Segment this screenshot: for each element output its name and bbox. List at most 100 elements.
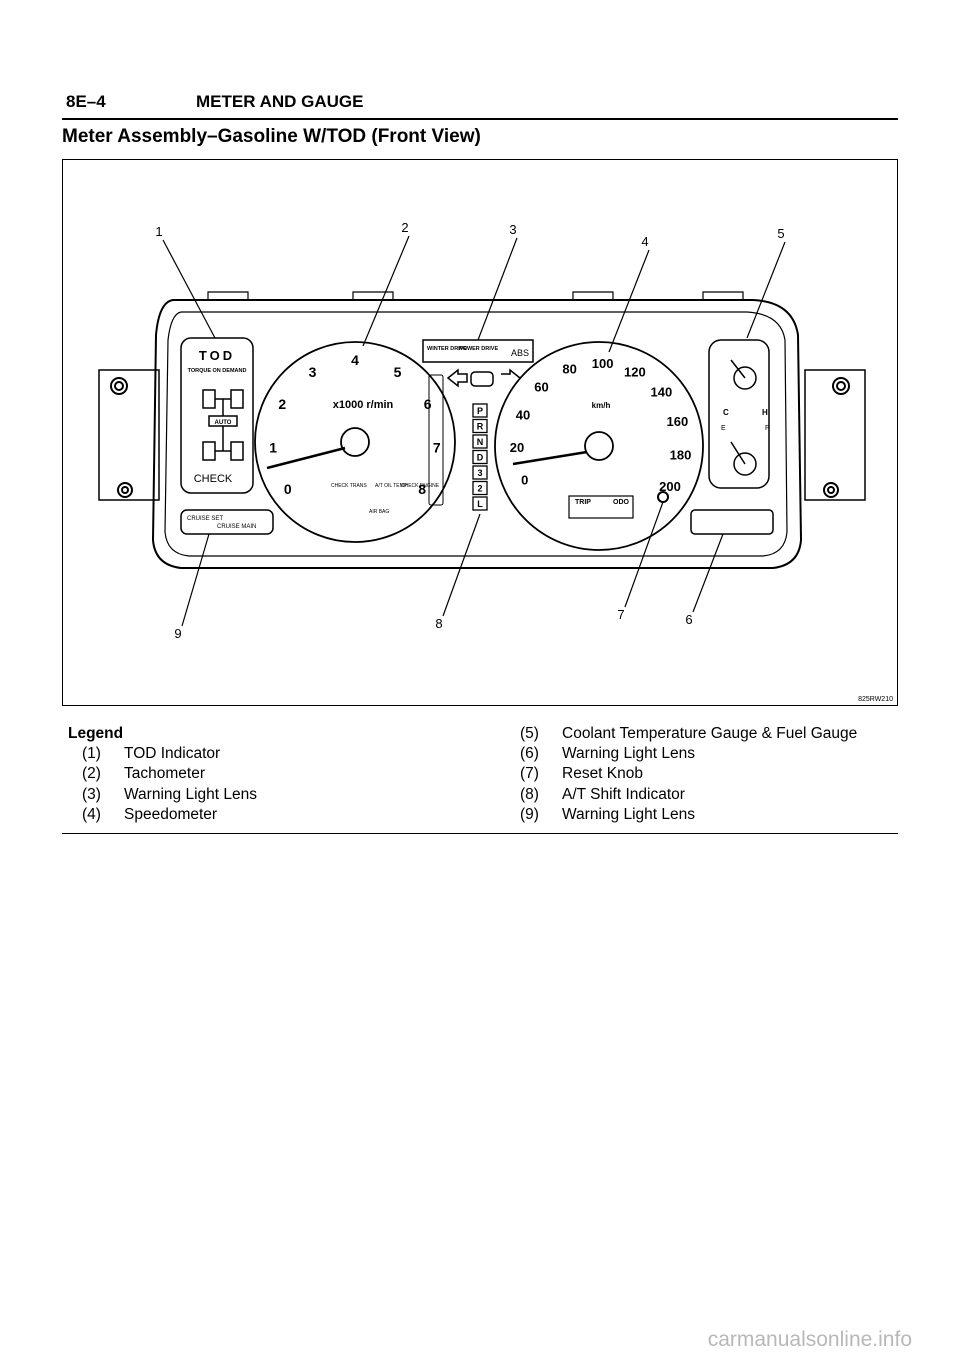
callout-leader-line [362, 235, 410, 347]
legend-number: (6) [520, 745, 539, 763]
tach-tick-label: 7 [433, 439, 441, 455]
legend-item: (4) Speedometer [68, 805, 257, 825]
legend-right-column: (5) Coolant Temperature Gauge & Fuel Gaug… [520, 724, 857, 825]
legend-item: (9)Warning Light Lens [520, 805, 857, 825]
callout-labels: 1 2 3 4 5 6 7 8 9 [155, 220, 784, 641]
callout-number: 9 [174, 626, 181, 641]
odo-label: ODO [613, 499, 630, 506]
callout-leaders [162, 235, 786, 627]
speed-unit: km/h [592, 401, 611, 410]
legend-item: (5) Coolant Temperature Gauge & Fuel Gaug… [520, 724, 857, 744]
callout-leader-line [608, 249, 650, 353]
page-heading: Meter Assembly–Gasoline W/TOD (Front Vie… [62, 126, 481, 147]
shift-position-box [472, 465, 488, 480]
left-mount-tab [98, 369, 160, 501]
tach-tick-label: 6 [424, 396, 432, 412]
tod-auto: AUTO [215, 420, 232, 426]
fuel-full: F [765, 425, 769, 432]
callout-leader-line [442, 513, 481, 617]
callout-leader-line [162, 239, 216, 339]
legend-number: (8) [520, 785, 539, 803]
cruise-lens [180, 509, 274, 535]
abs-label: ABS [511, 348, 529, 358]
tod-title: TOD [199, 348, 235, 363]
winter-drive-label: WINTER DRIVE [427, 346, 467, 352]
legend-number: (5) [520, 725, 539, 742]
tach-tick-label: 4 [351, 352, 359, 368]
shift-position-label: P [477, 406, 483, 416]
shift-position-box [472, 496, 488, 511]
legend-text: A/T Shift Indicator [562, 785, 685, 803]
callout-number: 5 [777, 226, 784, 241]
speed-tick-label: 40 [516, 407, 530, 422]
speed-tick-label: 140 [651, 385, 673, 400]
legend-number: (4) [82, 805, 101, 823]
shift-position-label: R [477, 422, 484, 432]
callout-number: 4 [641, 234, 648, 249]
legend-item: (2) Tachometer [68, 764, 257, 784]
turn-signal-icons [446, 368, 521, 388]
speed-tick-label: 100 [592, 356, 614, 371]
power-drive-label: POWER DRIVE [459, 346, 498, 352]
tach-tick-label: 0 [284, 481, 292, 497]
shift-position-box [472, 403, 488, 418]
cruise-main-label: CRUISE MAIN [217, 524, 256, 530]
shift-position-box [472, 449, 488, 465]
shift-position-label: L [477, 499, 483, 509]
cruise-set-label: CRUISE SET [187, 516, 223, 522]
speed-tick-label: 80 [562, 361, 576, 376]
tod-check: CHECK [194, 473, 233, 485]
legend-text: Speedometer [124, 805, 218, 823]
legend-number: (2) [82, 765, 101, 783]
legend-text: Warning Light Lens [124, 785, 257, 803]
callout-number: 6 [685, 612, 692, 627]
tach-tick-label: 1 [269, 439, 277, 455]
callout-leader-line [477, 237, 518, 341]
legend-item: (7)Reset Knob [520, 764, 857, 784]
speed-tick-label: 20 [510, 440, 524, 455]
shift-position-box [472, 480, 488, 496]
tach-unit: x1000 r/min [333, 399, 394, 411]
tach-tick-label: 8 [418, 481, 426, 497]
legend-text: Tachometer [124, 765, 205, 783]
tod-subtitle: TORQUE ON DEMAND [188, 368, 247, 374]
legend-text: Warning Light Lens [562, 805, 695, 823]
legend-number: (3) [82, 785, 101, 803]
shift-position-label: 3 [477, 468, 482, 478]
callout-leader-line [692, 533, 724, 613]
callout-number: 3 [509, 222, 516, 237]
tachometer [254, 341, 456, 543]
section-number: 8E–4 [66, 92, 106, 111]
speed-tick-label: 200 [659, 479, 681, 494]
coolant-fuel-gauges [690, 339, 774, 535]
tach-tick-label: 3 [309, 364, 317, 380]
legend-text: TOD Indicator [124, 745, 221, 763]
callout-number: 2 [401, 220, 408, 235]
tod-indicator [180, 337, 254, 494]
footer-watermark: carmanualsonline.info [707, 1328, 912, 1351]
legend-number: (1) [82, 745, 101, 763]
legend-text: Warning Light Lens [562, 745, 695, 763]
legend-item: (6) Warning Light Lens [520, 744, 857, 764]
meter-diagram: TOD TORQUE ON DEMAND AUTO CHECK CRUISE S… [98, 220, 866, 641]
legend-text: Coolant Temperature Gauge & Fuel Gauge [562, 725, 858, 742]
tach-tick-label: 5 [394, 364, 402, 380]
shift-position-label: 2 [477, 484, 482, 494]
speedometer [494, 341, 704, 551]
speed-tick-label: 120 [624, 364, 646, 379]
legend: Legend (1)TOD Indicator(2)Tachometer(3)W… [62, 724, 898, 834]
callout-number: 7 [617, 607, 624, 622]
legend-left-column: Legend (1)TOD Indicator(2)Tachometer(3)W… [68, 724, 257, 825]
page-header: 8E–4 METER AND GAUGE [62, 92, 898, 120]
speed-tick-label: 0 [521, 473, 528, 488]
indicator-check-trans: CHECK TRANS [331, 483, 367, 489]
indicator-at-oil-temp: A/T OIL TEMP [375, 483, 408, 489]
indicator-check-engine: CHECK ENGINE [401, 483, 440, 489]
shift-position-label: D [477, 453, 484, 463]
housing-outline [151, 299, 803, 569]
callout-leader-line [181, 533, 210, 627]
legend-number: (7) [520, 765, 539, 783]
speed-tick-label: 60 [534, 380, 548, 395]
